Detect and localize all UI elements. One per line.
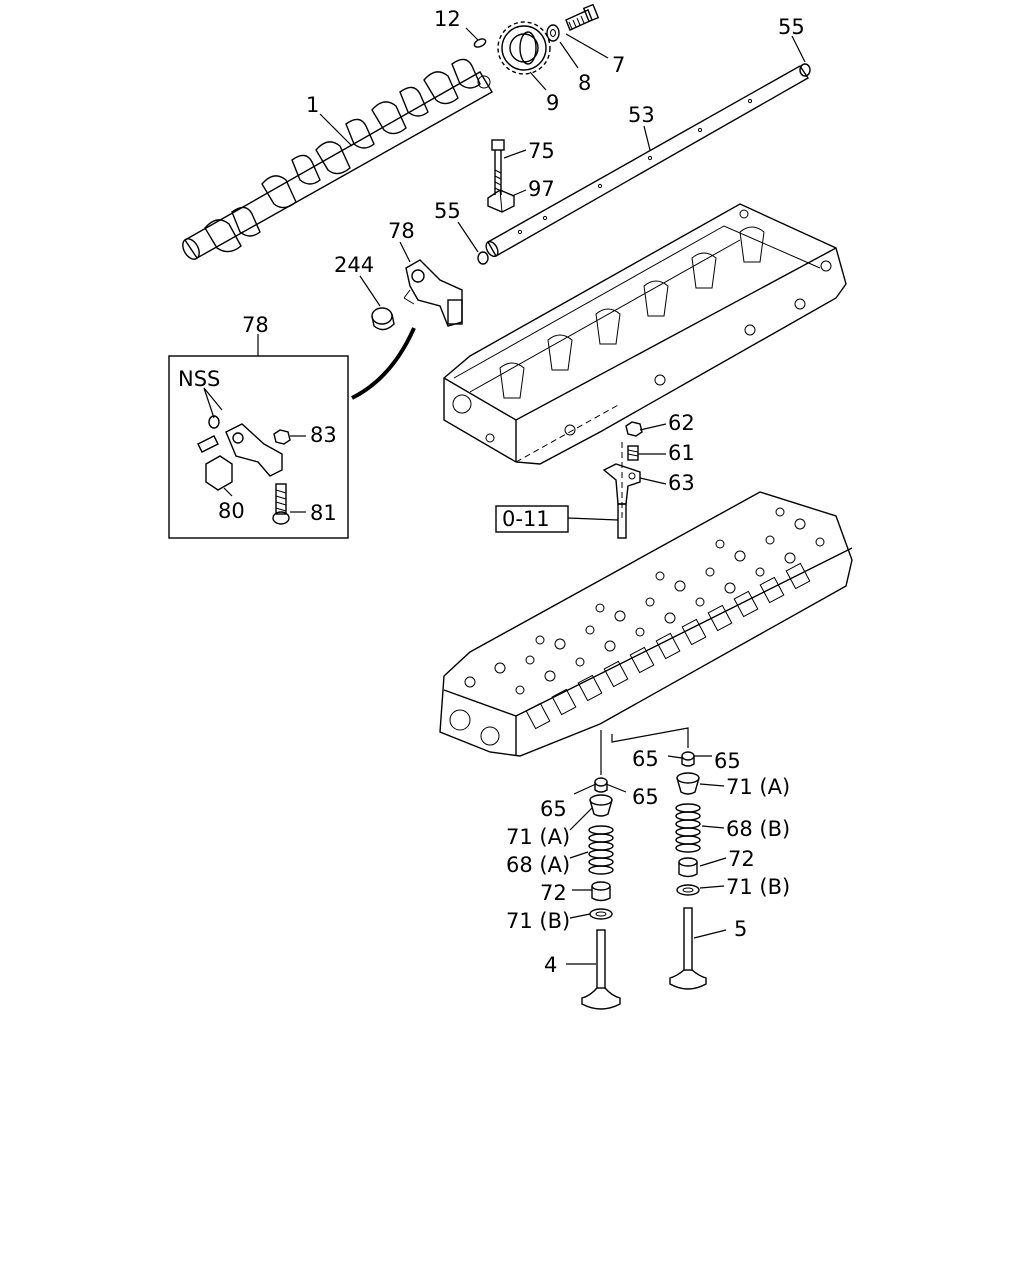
- callout-53: 53: [628, 103, 655, 127]
- callout-nss: NSS: [178, 367, 220, 391]
- callout-7: 7: [612, 53, 625, 77]
- leader-lines: [319, 27, 806, 965]
- cam-carrier: [443, 203, 847, 465]
- bracket-bolt: [491, 139, 505, 195]
- callout-75: 75: [528, 139, 555, 163]
- callout-244: 244: [334, 253, 374, 277]
- callout-65-l1: 65: [540, 797, 567, 821]
- camshaft-gear: [497, 21, 551, 75]
- reference-box: [495, 505, 569, 533]
- callout-63: 63: [668, 471, 695, 495]
- rocker-shaft: [485, 65, 809, 258]
- sensor-bracket: [602, 463, 641, 505]
- callout-72-l: 72: [540, 881, 567, 905]
- callout-9: 9: [546, 91, 559, 115]
- callout-61: 61: [668, 441, 695, 465]
- valve-stack-right: [669, 751, 707, 990]
- callout-78-top: 78: [388, 219, 415, 243]
- callout-1: 1: [306, 93, 319, 117]
- shaft-plug-right: [799, 63, 811, 77]
- rocker-detail-box: [168, 334, 349, 539]
- rocker-arm: [403, 259, 463, 327]
- cylinder-head: [439, 491, 853, 757]
- callout-65-r2: 65: [714, 749, 741, 773]
- callout-55-mid: 55: [434, 199, 461, 223]
- callout-labels: 12 7 8 9 55 1 53 75 97 55 78 244 78 NSS …: [178, 7, 805, 977]
- sensor-stud: [627, 445, 639, 461]
- callout-81: 81: [310, 501, 337, 525]
- callout-4: 4: [544, 953, 557, 977]
- callout-83: 83: [310, 423, 337, 447]
- callout-55-top: 55: [778, 15, 805, 39]
- callout-65-l2: 65: [632, 785, 659, 809]
- callout-62: 62: [668, 411, 695, 435]
- callout-68a-l: 68 (A): [506, 853, 570, 877]
- callout-68b-r: 68 (B): [726, 817, 790, 841]
- callout-5: 5: [734, 917, 747, 941]
- camshaft: [182, 58, 493, 260]
- woodruff-key: [473, 38, 487, 48]
- callout-80: 80: [218, 499, 245, 523]
- callout-78-box: 78: [242, 313, 269, 337]
- callout-71b-r: 71 (B): [726, 875, 790, 899]
- callout-71a-r: 71 (A): [726, 775, 790, 799]
- callout-72-r: 72: [728, 847, 755, 871]
- shaft-bracket: [487, 189, 515, 213]
- rocker-bushing: [371, 307, 395, 331]
- valve-stack-left: [581, 777, 621, 1010]
- gear-washer: [546, 24, 560, 42]
- reference-label: 0-11: [502, 507, 550, 531]
- shaft-plug-left: [477, 251, 489, 265]
- callout-71a-l: 71 (A): [506, 825, 570, 849]
- sensor-pushrod: [617, 503, 627, 539]
- gear-bolt: [565, 3, 600, 31]
- callout-8: 8: [578, 71, 591, 95]
- callout-65-r1: 65: [632, 747, 659, 771]
- callout-97: 97: [528, 177, 555, 201]
- callout-12: 12: [434, 7, 461, 31]
- callout-71b-l: 71 (B): [506, 909, 570, 933]
- sensor-nut: [625, 421, 643, 437]
